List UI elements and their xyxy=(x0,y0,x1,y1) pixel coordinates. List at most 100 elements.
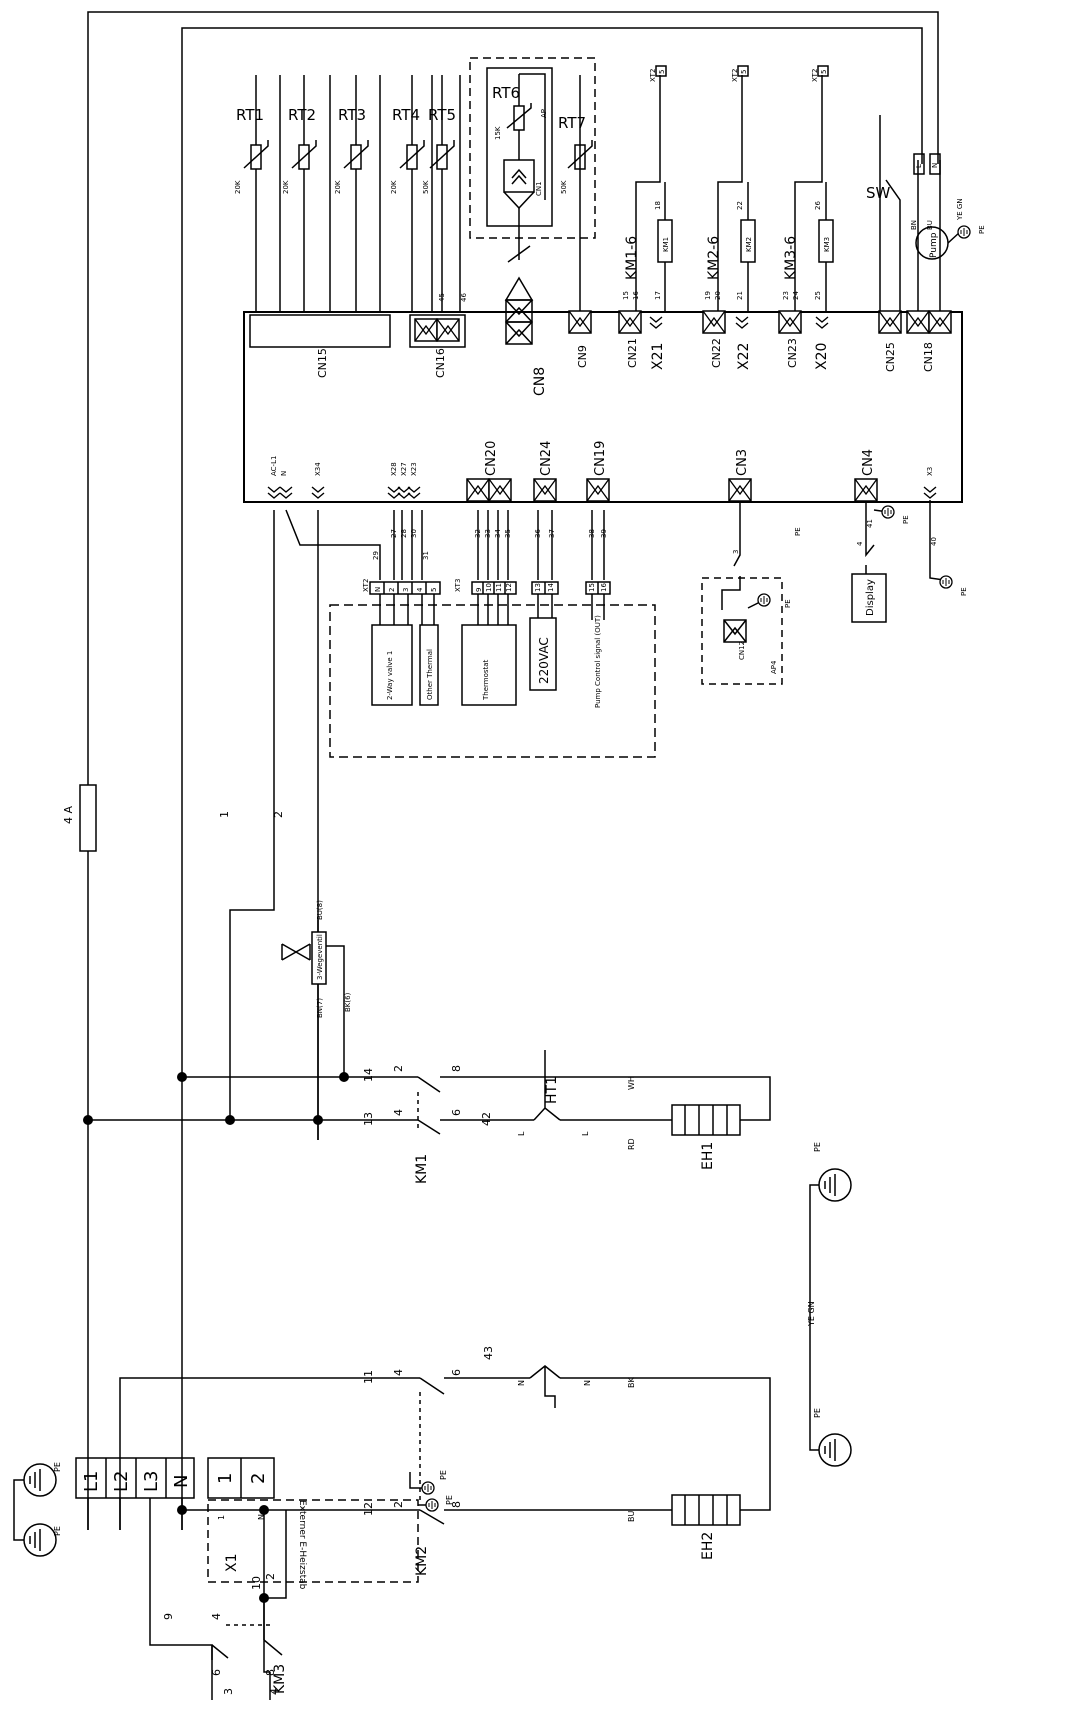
rt5-value: 50K xyxy=(422,180,430,194)
km1-label: KM1 xyxy=(414,1154,430,1184)
earth-symbol xyxy=(818,1433,852,1467)
eh2-heater xyxy=(671,1494,741,1526)
cn4-label: CN4 xyxy=(861,449,876,476)
svg-text:4: 4 xyxy=(210,1613,223,1620)
svg-text:N: N xyxy=(257,1514,266,1520)
cn21-connector xyxy=(618,310,642,334)
fuse-label: 4 A xyxy=(62,806,75,824)
display-label: Display xyxy=(865,579,876,616)
rt6-cn1-label: CN1 xyxy=(535,181,543,196)
cn9-connector xyxy=(568,310,592,334)
x28-label: X28 xyxy=(390,462,398,476)
svg-text:46: 46 xyxy=(460,293,468,302)
cn16-connector-a xyxy=(414,318,438,342)
display-box xyxy=(851,573,887,623)
svg-text:9: 9 xyxy=(475,588,483,592)
rt2-label: RT2 xyxy=(288,106,316,124)
km3-label: KM3 xyxy=(272,1664,288,1694)
svg-text:19: 19 xyxy=(704,291,712,300)
x1-label: X1 xyxy=(224,1554,240,1573)
fuse xyxy=(79,784,97,852)
rt6-value: 15K xyxy=(494,126,502,140)
cn19-connector xyxy=(586,478,610,502)
svg-text:4: 4 xyxy=(416,587,424,592)
svg-text:N: N xyxy=(374,587,382,592)
svg-text:5: 5 xyxy=(430,588,438,592)
svg-text:37: 37 xyxy=(548,529,556,538)
cn16-connector-b xyxy=(436,318,460,342)
svg-text:1: 1 xyxy=(217,1515,226,1520)
svg-text:YE GN: YE GN xyxy=(807,1301,816,1327)
rt5-label: RT5 xyxy=(428,106,456,124)
earth-symbol xyxy=(23,1463,57,1497)
cn19-label: CN19 xyxy=(593,441,608,476)
cn22-label: CN22 xyxy=(710,338,723,368)
cn25-connector xyxy=(878,310,902,334)
svg-text:11: 11 xyxy=(495,583,503,592)
svg-text:45: 45 xyxy=(438,293,446,302)
earth-symbol xyxy=(23,1523,57,1557)
svg-text:PE: PE xyxy=(439,1470,448,1480)
mains-l3: L3 xyxy=(141,1471,162,1492)
cn3-connector xyxy=(728,478,752,502)
x1-term-2: 2 xyxy=(248,1473,269,1484)
other-thermal-label: Other Thermal xyxy=(426,649,434,700)
cn8-label: CN8 xyxy=(532,367,548,396)
svg-text:YE GN: YE GN xyxy=(956,198,964,221)
cn25-label: CN25 xyxy=(884,342,897,372)
svg-text:32: 32 xyxy=(474,529,482,538)
x27-label: X27 xyxy=(400,462,408,476)
svg-text:41: 41 xyxy=(866,519,874,528)
valve-bu-label: BU(8) xyxy=(316,900,324,920)
rt4-value: 20K xyxy=(390,180,398,194)
km1-6-label: KM1-6 xyxy=(624,236,640,280)
mains-l2: L2 xyxy=(111,1471,132,1492)
svg-text:L: L xyxy=(581,1131,590,1136)
xt2-label: XT2 xyxy=(811,69,819,82)
valve-label: 3-Wegeventil xyxy=(316,934,324,980)
svg-text:PE: PE xyxy=(784,599,792,608)
cn4-connector xyxy=(854,478,878,502)
rt7-value: 50K xyxy=(560,180,568,194)
cn22-connector xyxy=(702,310,726,334)
svg-text:23: 23 xyxy=(782,291,790,300)
x21-label: X21 xyxy=(650,343,666,370)
svg-text:20: 20 xyxy=(714,291,722,300)
svg-text:WH: WH xyxy=(627,1076,636,1090)
rt1-label: RT1 xyxy=(236,106,264,124)
pump-label: Pump xyxy=(929,232,939,258)
rt4-label: RT4 xyxy=(392,106,420,124)
svg-text:PE: PE xyxy=(902,515,910,524)
main-pcb xyxy=(243,311,963,503)
valve-bk-label: BK(6) xyxy=(344,992,352,1012)
svg-text:2: 2 xyxy=(388,588,396,592)
svg-text:3: 3 xyxy=(402,588,410,592)
x20-label: X20 xyxy=(814,343,830,370)
cn3-label: CN3 xyxy=(735,449,750,476)
svg-text:N: N xyxy=(517,1380,526,1386)
svg-text:39: 39 xyxy=(600,529,608,538)
svg-text:30: 30 xyxy=(410,529,418,538)
x1-term-1: 1 xyxy=(215,1473,236,1484)
rt3-label: RT3 xyxy=(338,106,366,124)
svg-text:2: 2 xyxy=(272,811,285,818)
svg-text:34: 34 xyxy=(494,529,502,538)
ap4-label: AP4 xyxy=(770,660,778,674)
km3-coil-label: KM3 xyxy=(823,237,831,252)
svg-text:6: 6 xyxy=(450,1109,463,1116)
svg-text:N: N xyxy=(583,1380,592,1386)
svg-text:24: 24 xyxy=(792,291,800,300)
cn20-label: CN20 xyxy=(484,441,499,476)
svg-text:4: 4 xyxy=(268,1688,281,1695)
svg-text:28: 28 xyxy=(400,529,408,538)
cn21-label: CN21 xyxy=(626,338,639,368)
svg-text:PE: PE xyxy=(813,1408,822,1418)
svg-text:6: 6 xyxy=(450,1369,463,1376)
eh2-label: EH2 xyxy=(700,1532,716,1560)
svg-text:N: N xyxy=(931,163,939,168)
svg-text:4: 4 xyxy=(392,1109,405,1116)
km2-6-label: KM2-6 xyxy=(706,236,722,280)
svg-text:L: L xyxy=(915,164,923,168)
cn20-connector-a xyxy=(466,478,490,502)
